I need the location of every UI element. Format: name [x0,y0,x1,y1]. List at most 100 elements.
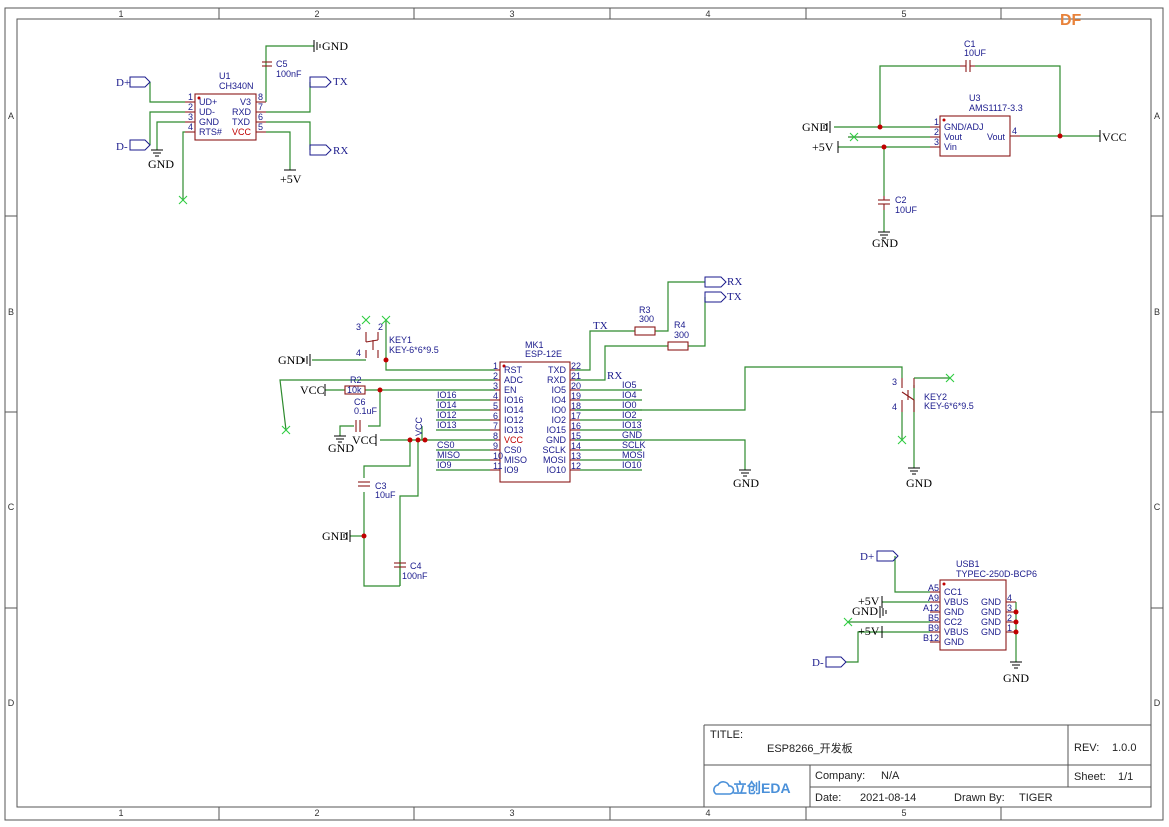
c2-value: 10UF [895,205,918,215]
usb-pin-label: GND [944,637,965,647]
col-label: 3 [509,9,514,19]
net-flag [309,144,332,156]
usb-pin-label: GND [981,617,1002,627]
pin-num: 15 [571,431,581,441]
usb1-ref: USB1 [956,559,980,569]
cloud-icon [713,781,735,795]
pin-num: 1 [188,92,193,102]
sheet-value: 1/1 [1118,771,1133,783]
c6-value: 0.1uF [354,406,378,416]
vcc-label: VCC [352,433,377,447]
esp-pin-label: IO13 [504,425,524,435]
pin-num: B5 [928,613,939,623]
col-label: 4 [705,9,710,19]
pin-num: 5 [493,401,498,411]
pin-num: 8 [493,431,498,441]
gnd-label: GND [322,39,348,53]
pin-num: 11 [493,461,502,471]
u1-value: CH340N [219,81,254,91]
pin-num: 6 [493,411,498,421]
net-flag [876,550,899,562]
pin-num: 4 [892,402,897,412]
esp-pin-label: IO16 [504,395,524,405]
net-label: MOSI [622,450,645,460]
col-label: 1 [118,9,123,19]
pin-num: B9 [928,623,939,633]
gnd-label: GND [1003,671,1029,685]
vcc-label: VCC [1102,130,1127,144]
mk1-ref: MK1 [525,340,544,350]
u3-ref: U3 [969,93,981,103]
gnd-label: GND [322,529,348,543]
net-label: SCLK [622,440,646,450]
row-label: B [8,307,14,317]
p5v-label: +5V [858,624,880,638]
net-label: IO10 [622,460,642,470]
c5-value: 100nF [276,69,302,79]
rev-label: REV: [1074,742,1099,754]
net-flag [309,76,332,88]
net-label-dm: D- [116,141,128,153]
pin-label: Vout [944,132,963,142]
row-label: D [1154,698,1161,708]
pin-num: 20 [571,381,581,391]
pin-num: 4 [356,348,361,358]
drawn-label: Drawn By: [954,792,1005,804]
net-label: IO16 [437,390,457,400]
pin-label: RTS# [199,127,222,137]
pin-num: A9 [928,593,939,603]
col-label: 4 [705,808,710,818]
r3-ref: R3 [639,305,651,315]
r2-body [344,385,366,395]
esp-pin-label: RXD [547,375,567,385]
esp-pin-label: MOSI [543,455,566,465]
u1-ch340n[interactable]: U1 CH340N 1 2 3 4 UD+ UD- GND RTS# V3 RX… [185,71,266,141]
net-label-tx: TX [333,76,348,88]
pin-num: 8 [258,92,263,102]
sheet-label: Sheet: [1074,771,1106,783]
row-label: C [1154,502,1161,512]
pin-label: TXD [232,117,251,127]
pin-num: 18 [571,401,581,411]
pin-num: B12 [923,633,939,643]
c6-ref: C6 [354,397,366,407]
row-label: A [1154,111,1160,121]
net-label: GND [622,430,643,440]
usb-pin-label: GND [944,607,965,617]
esp-pin-label: IO14 [504,405,524,415]
pin-num: 3 [356,322,361,332]
title-label: TITLE: [710,729,743,741]
date-label: Date: [815,792,841,804]
gnd-label: GND [278,353,304,367]
gnd-label: GND [906,476,932,490]
esp-pin-label: IO0 [551,405,566,415]
pin-num: 2 [493,371,498,381]
c3-ref: C3 [375,481,387,491]
mk1-esp12e[interactable]: MK1 ESP-12E [499,340,571,483]
vcc-vertical-label: VCC [414,416,424,436]
mk1-value: ESP-12E [525,349,562,359]
net-label: IO2 [622,410,637,420]
pin-label: RXD [232,107,252,117]
usb-pin-label: GND [981,597,1002,607]
esp-pin-label: VCC [504,435,524,445]
key2[interactable]: 3 4 KEY2 KEY-6*6*9.5 [892,377,974,412]
r3-value: 300 [639,314,654,324]
pin-label: UD- [199,107,215,117]
u3-ams1117[interactable]: U3 AMS1117-3.3 1 2 3 GND/ADJ Vout Vin Vo… [930,93,1023,157]
net-flag [129,139,151,151]
esp-pin-label: IO15 [546,425,566,435]
vcc-label: VCC [300,383,325,397]
net-label-rx: RX [727,276,742,288]
net-label: IO14 [437,400,457,410]
esp-pin-label: IO5 [551,385,566,395]
usb1-typec[interactable]: USB1 TYPEC-250D-BCP6 [939,559,1037,651]
r4-value: 300 [674,330,689,340]
key2-ref: KEY2 [924,392,947,402]
date-value: 2021-08-14 [860,792,916,804]
key1[interactable]: 3 2 4 KEY1 KEY-6*6*9.5 [356,322,439,358]
pin-label: VCC [232,127,252,137]
net-label: IO13 [622,420,642,430]
pin-num: 19 [571,391,581,401]
